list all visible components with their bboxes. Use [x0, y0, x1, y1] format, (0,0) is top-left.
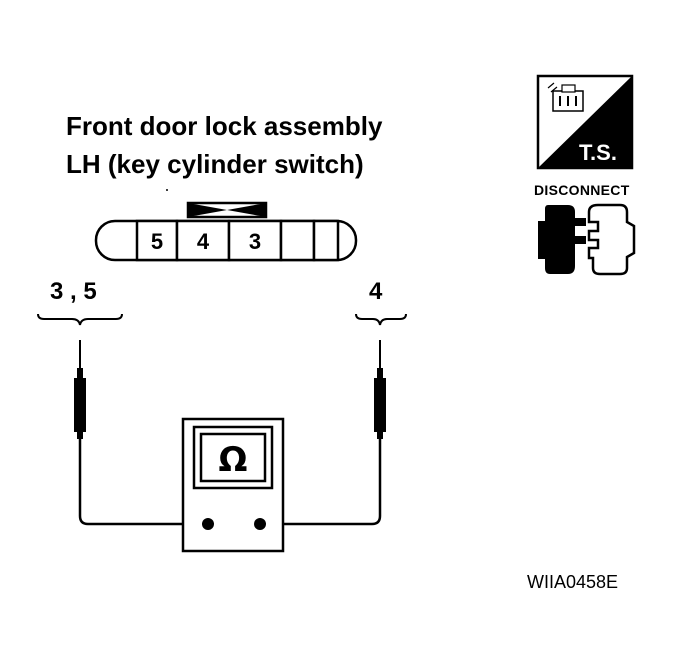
right-brace	[355, 313, 407, 326]
stray-dot	[166, 189, 168, 191]
ohmmeter-icon: Ω	[181, 417, 285, 553]
connector-pin-4: 4	[197, 229, 210, 254]
connector-pin-3: 3	[249, 229, 261, 254]
left-probe-label: 3 , 5	[50, 278, 97, 305]
right-probe-label: 4	[369, 278, 383, 305]
figure-code: WIIA0458E	[527, 572, 619, 592]
left-probe-icon	[74, 340, 86, 439]
left-probe-wire	[78, 439, 208, 526]
diagram-title-line2: LH (key cylinder switch)	[66, 149, 364, 179]
diagram-title-line1: Front door lock assembly	[66, 111, 383, 141]
right-probe-wire	[260, 439, 382, 526]
ts-harness-icon: T.S.	[536, 74, 634, 170]
ohm-symbol: Ω	[219, 440, 248, 480]
right-probe-icon	[374, 340, 386, 439]
disconnect-icon	[538, 203, 636, 276]
connector-housing-icon: 5 4 3	[94, 201, 358, 262]
left-brace	[37, 313, 123, 326]
disconnect-label: DISCONNECT	[534, 182, 630, 198]
ts-label: T.S.	[579, 140, 617, 165]
connector-pin-5: 5	[151, 229, 163, 254]
